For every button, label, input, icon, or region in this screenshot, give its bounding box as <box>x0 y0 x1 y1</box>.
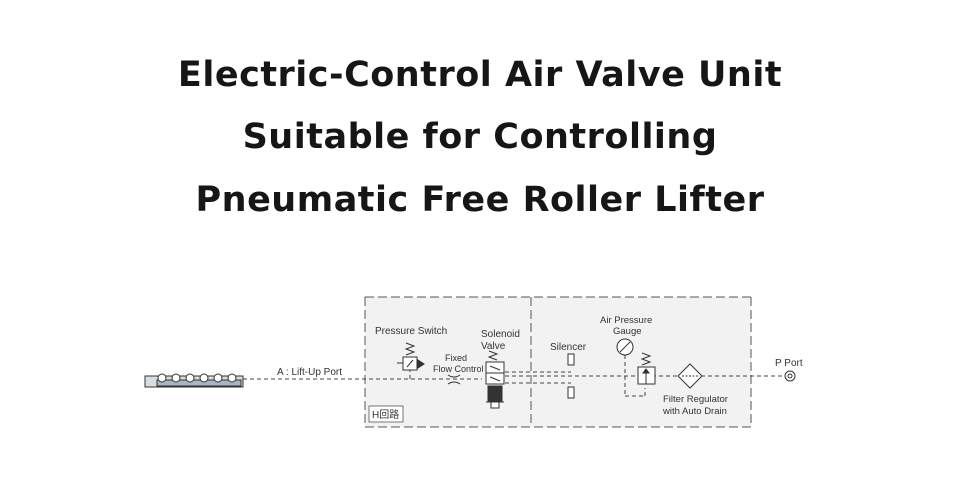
pressure-switch-label: Pressure Switch <box>375 326 447 337</box>
pressure-switch-icon <box>397 342 425 371</box>
regulator-icon <box>637 352 656 385</box>
filter-icon <box>677 363 703 389</box>
flow-control-icon <box>447 374 461 385</box>
pressure-gauge-icon <box>616 338 634 356</box>
filter-regulator-label-1: Filter Regulator <box>663 394 728 405</box>
valve-unit-panel <box>365 297 751 427</box>
title-line-1: Electric-Control Air Valve Unit <box>177 55 783 95</box>
solenoid-valve-label-1: Solenoid <box>481 329 520 340</box>
p-port-label: P Port <box>775 358 803 369</box>
fixed-flow-control-label-1: Fixed <box>445 353 467 363</box>
fixed-flow-control-label-2: Flow Control <box>433 364 484 374</box>
circuit-tag: H回路 <box>368 405 404 423</box>
title-line-3: Pneumatic Free Roller Lifter <box>195 180 765 220</box>
silencer-label: Silencer <box>550 342 587 353</box>
solenoid-valve-label-2: Valve <box>481 341 506 352</box>
solenoid-valve-icon <box>485 350 505 409</box>
title-line-2: Suitable for Controlling <box>242 117 718 157</box>
air-pressure-gauge-label-2: Gauge <box>613 326 642 337</box>
air-pressure-gauge-label-1: Air Pressure <box>600 315 652 326</box>
p-port-icon <box>784 370 796 382</box>
silencer-icon <box>567 353 575 399</box>
roller-lifter-icon <box>144 373 244 388</box>
circuit-tag-label: H回路 <box>372 408 399 421</box>
panel-border <box>364 296 752 428</box>
lift-up-port-label: A : Lift-Up Port <box>277 367 342 378</box>
filter-regulator-label-2: with Auto Drain <box>662 406 727 417</box>
